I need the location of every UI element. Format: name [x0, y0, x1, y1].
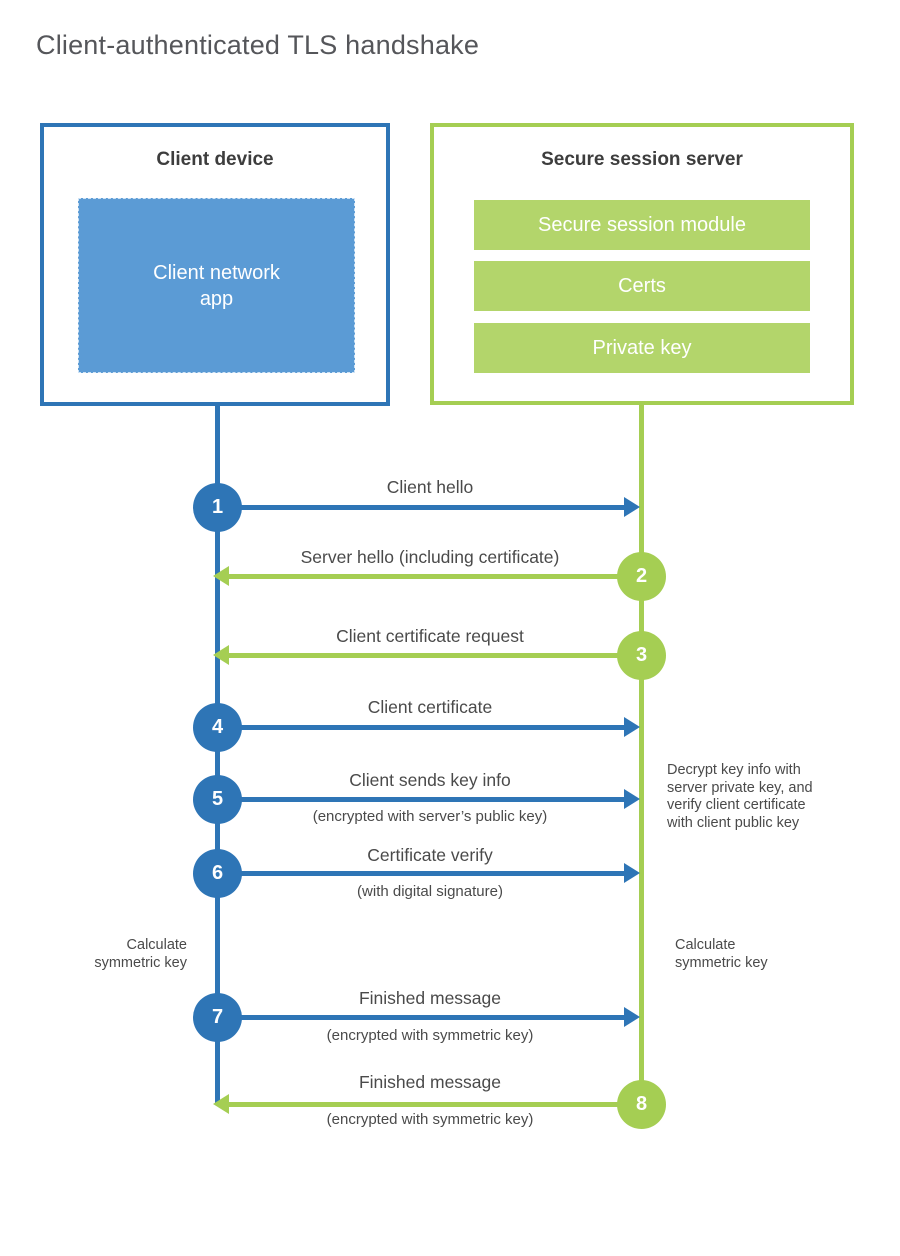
step-circle-2: 2: [617, 552, 666, 601]
arrowhead-right-icon: [624, 717, 640, 737]
arrowhead-right-icon: [624, 789, 640, 809]
step-circle-5: 5: [193, 775, 242, 824]
arrowhead-right-icon: [624, 863, 640, 883]
step-circle-8: 8: [617, 1080, 666, 1129]
note-calculate-symmetric-key-server: Calculate symmetric key: [675, 937, 768, 971]
page-title: Client-authenticated TLS handshake: [36, 30, 480, 60]
client-device-title: Client device: [156, 149, 274, 170]
message-label-client-hello: Client hello: [386, 477, 474, 497]
server-module-certs: Certs: [474, 261, 810, 311]
message-label-client-sends-key-info: Client sends key info: [349, 770, 511, 790]
message-sublabel-encrypted-symmetric-key-client: (encrypted with symmetric key): [326, 1027, 534, 1044]
arrowhead-left-icon: [213, 566, 229, 586]
message-sublabel-digital-signature: (with digital signature): [357, 883, 503, 900]
secure-session-server-title: Secure session server: [541, 149, 743, 170]
client-lifeline: [215, 405, 220, 1105]
step-circle-7: 7: [193, 993, 242, 1042]
server-module-secure-session-module: Secure session module: [474, 200, 810, 250]
message-sublabel-encrypted-symmetric-key-server: (encrypted with symmetric key): [326, 1111, 534, 1128]
message-label-certificate-verify: Certificate verify: [367, 845, 493, 865]
message-label-finished-message-server: Finished message: [358, 1072, 502, 1092]
message-label-client-certificate-request: Client certificate request: [336, 626, 524, 646]
message-label-client-certificate: Client certificate: [367, 697, 493, 717]
step-circle-4: 4: [193, 703, 242, 752]
arrowhead-left-icon: [213, 1094, 229, 1114]
note-calculate-symmetric-key-client: Calculate symmetric key: [94, 937, 187, 971]
server-module-private-key: Private key: [474, 323, 810, 373]
client-app-label-line2: app: [199, 287, 234, 310]
step-circle-6: 6: [193, 849, 242, 898]
arrowhead-right-icon: [624, 497, 640, 517]
step-circle-3: 3: [617, 631, 666, 680]
message-label-server-hello: Server hello (including certificate): [300, 547, 560, 567]
client-app-label-line1: Client network: [153, 261, 280, 284]
step-circle-1: 1: [193, 483, 242, 532]
arrowhead-left-icon: [213, 645, 229, 665]
client-network-app-box: Client network app: [78, 198, 355, 373]
message-label-finished-message-client: Finished message: [358, 988, 502, 1008]
server-lifeline: [639, 404, 644, 1105]
arrowhead-right-icon: [624, 1007, 640, 1027]
note-decrypt-key-info: Decrypt key info with server private key…: [667, 762, 813, 831]
message-sublabel-encrypted-server-public-key: (encrypted with server’s public key): [312, 808, 548, 825]
